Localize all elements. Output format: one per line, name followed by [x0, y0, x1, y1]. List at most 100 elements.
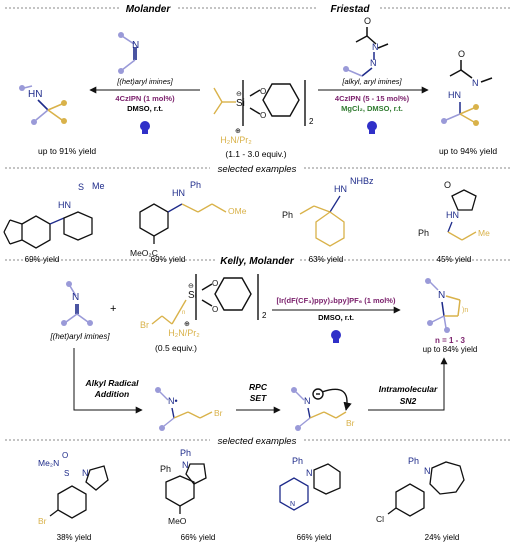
mech-arrow-1	[73, 348, 143, 414]
mech-step2a: RPC	[249, 382, 268, 392]
svg-text:⊖: ⊖	[236, 91, 242, 98]
kelly-yield: up to 84% yield	[423, 345, 478, 354]
example2-3: Ph N N	[279, 456, 341, 511]
label-ph-ex24: Ph	[408, 456, 419, 466]
svg-text:N: N	[372, 42, 379, 52]
silicate-reagent-top: Si ⊖ O O	[213, 80, 306, 126]
label-ph-ex23: Ph	[292, 456, 303, 466]
label-br-int2: Br	[346, 418, 355, 428]
label-cl-ex24: Cl	[376, 514, 384, 524]
cond-friestad-1: [alkyl, aryl imines]	[341, 77, 402, 86]
product-kelly: N )n	[425, 278, 468, 333]
header-selected-examples-2: selected examples	[218, 436, 297, 447]
plus-sign: +	[110, 303, 116, 315]
silicate-reagent-kelly: Br n Si ⊖ O O	[140, 274, 259, 330]
label-ph-ex2: Ph	[190, 180, 201, 190]
svg-text:N: N	[370, 58, 377, 68]
label-nhbz: NHBz	[350, 176, 374, 186]
mech-step2b: SET	[250, 393, 267, 403]
example2-1: Me₂N O S N Br	[38, 451, 109, 526]
label-ome: OMe	[228, 206, 247, 216]
svg-text:N: N	[304, 396, 311, 406]
mech-arrow-3	[368, 357, 448, 411]
yield-ex1-1: 69% yield	[25, 255, 60, 264]
equiv-kelly: (0.5 equiv.)	[155, 343, 197, 353]
cond-molander-3: DMSO, r.t.	[127, 104, 163, 113]
label-ph-ex22b: Ph	[160, 464, 171, 474]
svg-text:N: N	[290, 501, 295, 508]
product-molander: HN	[19, 85, 67, 125]
header-selected-examples-1: selected examples	[218, 164, 297, 175]
ammonium-plus-kelly: ⊕	[184, 321, 190, 328]
header-row-top: Molander Friestad	[5, 4, 510, 15]
svg-text:O: O	[212, 305, 218, 314]
hydrazone-friestad: O N N	[343, 16, 389, 77]
yield-ex1-3: 63% yield	[309, 255, 344, 264]
svg-text:N: N	[306, 468, 313, 478]
svg-text:O: O	[212, 279, 218, 288]
svg-text:S: S	[78, 182, 84, 192]
svg-text:HN: HN	[446, 210, 459, 220]
svg-text:HN: HN	[172, 188, 185, 198]
label-meo-ex22: MeO	[168, 516, 187, 526]
yield-ex2-4: 24% yield	[425, 533, 460, 542]
svg-text:S: S	[64, 469, 69, 478]
cond-molander-1: [(het)aryl imines]	[116, 77, 173, 86]
imine-molander: N	[118, 32, 139, 74]
label-me-ex4: Me	[478, 228, 490, 238]
cond-molander-2: 4CzIPN (1 mol%)	[115, 94, 175, 103]
imine-kelly: N	[61, 281, 93, 326]
svg-text:N: N	[82, 468, 89, 478]
svg-text:HN: HN	[448, 90, 461, 100]
amine-top: H₂N/Pr₂	[220, 135, 252, 145]
svg-text:N: N	[182, 460, 189, 470]
mech-step1a: Alkyl Radical	[85, 378, 140, 388]
ammonium-plus-top: ⊕	[235, 128, 241, 135]
yield-ex1-2: 69% yield	[151, 255, 186, 264]
svg-text:)n: )n	[462, 307, 468, 314]
header-kelly: Kelly, Molander	[5, 256, 510, 267]
mech-step3b: SN2	[400, 396, 417, 406]
svg-text:n: n	[182, 310, 185, 316]
yield-friestad: up to 94% yield	[439, 146, 497, 156]
kelly-catalyst: [Ir(dF(CF₃)ppy)₂bpy]PF₆ (1 mol%)	[277, 296, 396, 305]
label-br-ex21: Br	[38, 516, 47, 526]
kelly-n-range: n = 1 - 3	[435, 336, 466, 345]
svg-text:O: O	[458, 49, 465, 59]
amine-kelly: H₂N/Pr₂	[168, 328, 200, 338]
svg-text:N•: N•	[168, 396, 178, 406]
label-me-ex1: Me	[92, 181, 105, 191]
mech-step3a: Intramolecular	[379, 384, 438, 394]
sub-2-kelly: 2	[262, 311, 267, 320]
header-friestad: Friestad	[331, 4, 371, 15]
svg-text:O: O	[364, 16, 371, 26]
svg-text:O: O	[62, 451, 68, 460]
svg-text:Si: Si	[236, 98, 245, 109]
svg-text:O: O	[260, 111, 266, 120]
label-ph-ex22a: Ph	[180, 448, 191, 458]
svg-text:N: N	[438, 290, 445, 301]
kelly-conditions: DMSO, r.t.	[318, 313, 354, 322]
intermediate-anion: N Br	[291, 387, 355, 431]
example2-2: Ph N Ph MeO	[160, 448, 207, 526]
yield-ex1-4: 45% yield	[437, 255, 472, 264]
sub-2-top: 2	[309, 117, 314, 126]
svg-text:Si: Si	[188, 290, 197, 301]
example1-2: MeO₂C HN Ph OMe	[130, 180, 247, 258]
label-br-int1: Br	[214, 408, 223, 418]
lightbulb-icon	[331, 330, 341, 343]
header-selected-1: selected examples	[5, 164, 510, 175]
label-me2n: Me₂N	[38, 458, 59, 468]
label-hn-product: HN	[28, 89, 42, 100]
yield-ex2-1: 38% yield	[57, 533, 92, 542]
svg-text:N: N	[472, 78, 479, 88]
example1-4: O HN Ph Me	[418, 180, 490, 241]
mech-step1b: Addition	[94, 389, 129, 399]
yield-ex2-2: 66% yield	[181, 533, 216, 542]
label-br-reagent: Br	[140, 320, 149, 330]
example2-4: Ph N Cl	[376, 456, 465, 524]
kelly-reactant-label: [(het)aryl imines]	[49, 332, 110, 341]
svg-text:⊖: ⊖	[188, 283, 194, 290]
cond-friestad-2: 4CzIPN (5 - 15 mol%)	[335, 94, 410, 103]
